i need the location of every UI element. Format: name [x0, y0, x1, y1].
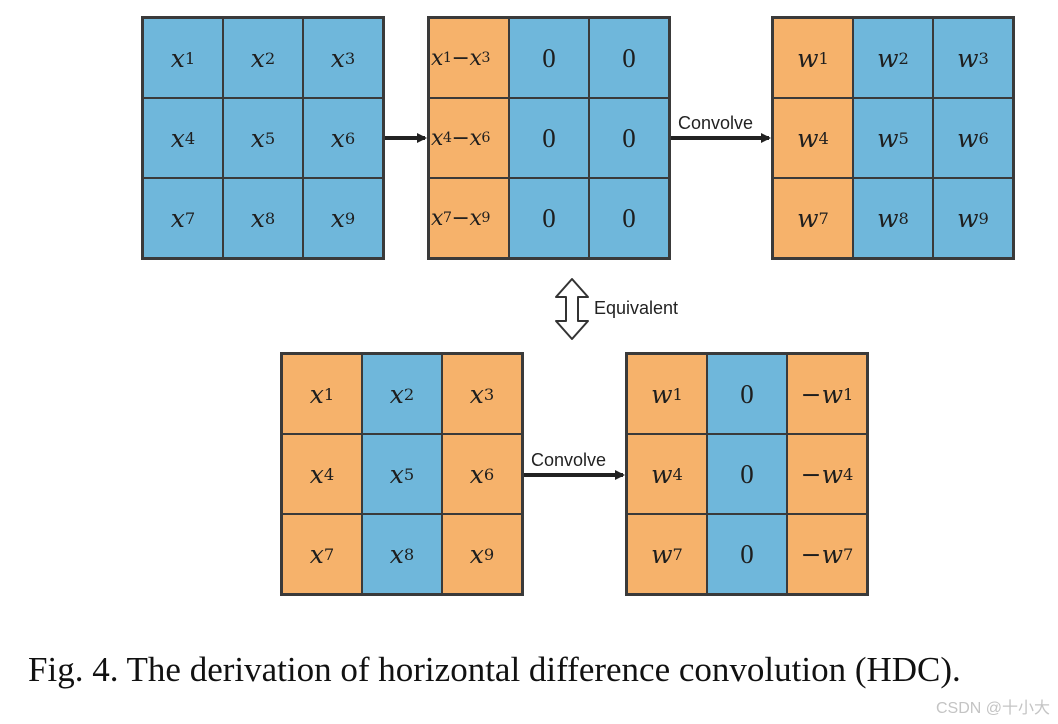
cell-zero: 0	[707, 514, 787, 594]
cell-zero: 0	[589, 18, 669, 98]
watermark: CSDN @十小大	[935, 700, 1050, 717]
convolve-label-top: Convolve	[678, 113, 754, 133]
equivalent-label: Equivalent	[594, 298, 679, 318]
double-arrow-icon	[555, 278, 589, 340]
cell-zero: 0	[589, 98, 669, 178]
cell-zero: 0	[707, 354, 787, 434]
cell-zero: 0	[509, 178, 589, 258]
cell-zero: 0	[509, 98, 589, 178]
figure-caption: Fig. 4. The derivation of horizontal dif…	[28, 650, 961, 689]
cell-zero: 0	[589, 178, 669, 258]
cell-zero: 0	[707, 434, 787, 514]
cell-zero: 0	[509, 18, 589, 98]
convolve-label-bottom: Convolve	[531, 450, 607, 470]
